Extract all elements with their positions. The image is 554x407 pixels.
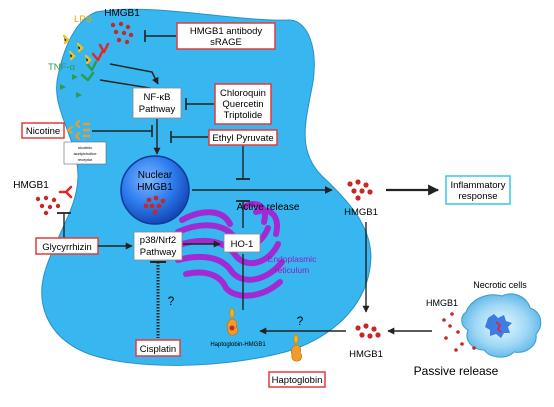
nucleus: Nuclear HMGB1 bbox=[120, 155, 190, 225]
glycyrrhizin-box: Glycyrrhizin bbox=[35, 237, 99, 255]
hmgb1-left-label: HMGB1 bbox=[13, 180, 49, 191]
inflammatory-label-1: Inflammatory bbox=[451, 180, 506, 191]
nachr-label-2: acetylcholine bbox=[73, 151, 97, 156]
nfkb-label-1: NF-κB bbox=[144, 92, 171, 103]
ethyl-pyruvate-box: Ethyl Pyruvate bbox=[208, 129, 278, 146]
haptoglobin-hmgb1-complex bbox=[226, 307, 239, 336]
inflammatory-label-2: response bbox=[458, 191, 497, 202]
hmgb1-bottom-label: HMGB1 bbox=[349, 349, 383, 360]
cisplatin-question: ? bbox=[168, 294, 175, 308]
hmgb1-left-dots bbox=[35, 195, 61, 216]
inhibitor-triptolide: Triptolide bbox=[224, 110, 263, 121]
nachr-receptor bbox=[82, 122, 91, 138]
nicotine-label: Nicotine bbox=[26, 126, 60, 137]
tnf-molecules bbox=[60, 74, 82, 98]
cell-membrane bbox=[41, 8, 372, 366]
nicotine-molecules bbox=[67, 120, 80, 140]
membrane-receptors bbox=[80, 42, 110, 82]
ho1-box: HO-1 bbox=[223, 233, 261, 253]
nuclear-hmgb1-label-1: Nuclear bbox=[138, 170, 173, 181]
nachr-label-1: nicotinic bbox=[78, 145, 92, 150]
haptoglobin-box: Haptoglobin bbox=[268, 371, 326, 388]
ho1-label: HO-1 bbox=[231, 239, 254, 250]
nachr-label-3: receptor bbox=[78, 157, 93, 162]
nachr-box: nicotinic acetylcholine receptor bbox=[63, 141, 107, 165]
active-release-label: Active release bbox=[237, 202, 300, 213]
p38-nrf2-box: p38/Nrf2 Pathway bbox=[133, 231, 183, 261]
inhibitor-quercetin: Quercetin bbox=[222, 99, 263, 110]
nfkb-inhibitors-box: Chloroquin Quercetin Triptolide bbox=[214, 83, 272, 125]
necrotic-hmgb1-dots bbox=[442, 312, 476, 352]
tnf-label: TNF-α bbox=[48, 62, 76, 73]
haptoglobin-molecule bbox=[290, 333, 303, 362]
cisplatin-box: Cisplatin bbox=[135, 339, 181, 357]
hmgb1-released-dots bbox=[347, 179, 373, 201]
necrotic-cell bbox=[461, 293, 542, 358]
nfkb-pathway-box: NF-κB Pathway bbox=[132, 87, 182, 119]
inflammatory-response-box: Inflammatory response bbox=[445, 175, 511, 205]
haptoglobin-complex-label: Haptoglobin-HMGB1 bbox=[210, 342, 266, 348]
hmgb1-top-label: HMGB1 bbox=[104, 8, 140, 19]
hmgb1-right-label: HMGB1 bbox=[344, 207, 378, 218]
necrotic-hmgb1-label: HMGB1 bbox=[426, 298, 458, 308]
antibody-box: HMGB1 antibody sRAGE bbox=[176, 22, 276, 50]
endoplasmic-reticulum bbox=[173, 201, 285, 299]
receptor-to-nfkb-arrow bbox=[109, 63, 159, 85]
nuclear-hmgb1-label-2: HMGB1 bbox=[137, 182, 173, 193]
er-label-1: Endoplasmic bbox=[268, 254, 317, 264]
hmgb1-bottom-dots bbox=[355, 323, 381, 339]
nuclear-hmgb1-dots bbox=[143, 195, 166, 215]
ethyl-pyruvate-label: Ethyl Pyruvate bbox=[212, 133, 273, 144]
haptoglobin-label: Haptoglobin bbox=[272, 375, 323, 386]
antibody-label-2: sRAGE bbox=[210, 37, 242, 48]
p38-label-1: p38/Nrf2 bbox=[140, 235, 176, 246]
lps-molecules bbox=[62, 34, 92, 65]
nfkb-label-2: Pathway bbox=[139, 104, 176, 115]
nicotine-box: Nicotine bbox=[21, 122, 65, 139]
p38-label-2: Pathway bbox=[140, 247, 177, 258]
inhibitor-chloroquin: Chloroquin bbox=[220, 88, 266, 99]
cisplatin-label: Cisplatin bbox=[140, 344, 176, 355]
rage-receptor bbox=[58, 185, 73, 199]
hmgb1-top-dots bbox=[110, 21, 134, 45]
haptoglobin-question: ? bbox=[297, 314, 304, 328]
glycyrrhizin-label: Glycyrrhizin bbox=[42, 242, 92, 253]
er-label-2: reticulum bbox=[275, 265, 309, 275]
passive-release-label: Passive release bbox=[414, 364, 499, 378]
necrotic-cells-label: Necrotic cells bbox=[473, 280, 527, 290]
lps-label: LPS bbox=[74, 14, 92, 25]
antibody-label-1: HMGB1 antibody bbox=[190, 26, 263, 37]
